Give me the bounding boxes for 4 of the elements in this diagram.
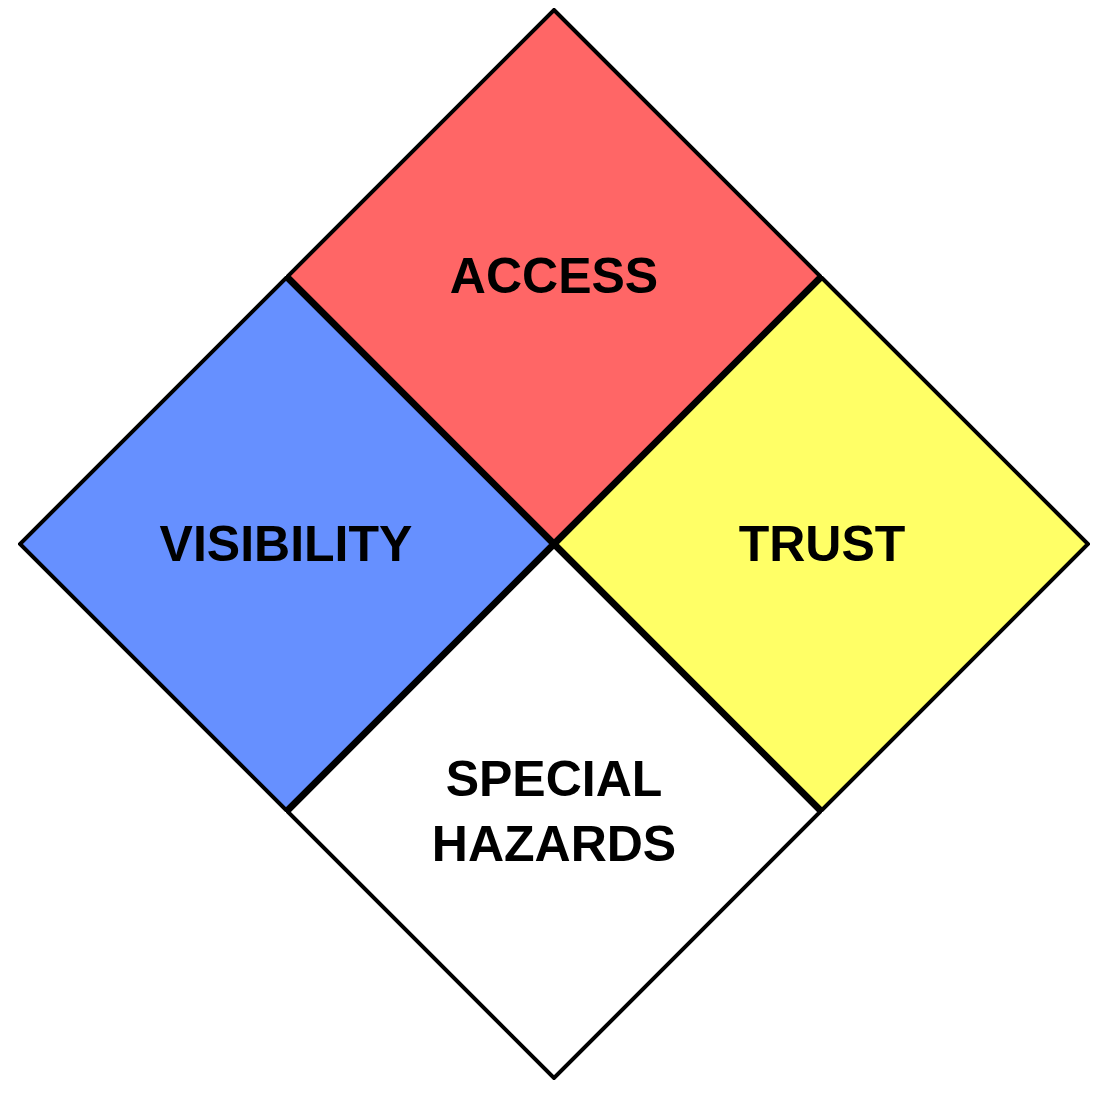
panel-label: VISIBILITY	[158, 514, 414, 574]
panel-label: ACCESS	[448, 246, 660, 306]
panel-label: TRUST	[737, 514, 907, 574]
panel-label: SPECIAL HAZARDS	[430, 750, 678, 874]
